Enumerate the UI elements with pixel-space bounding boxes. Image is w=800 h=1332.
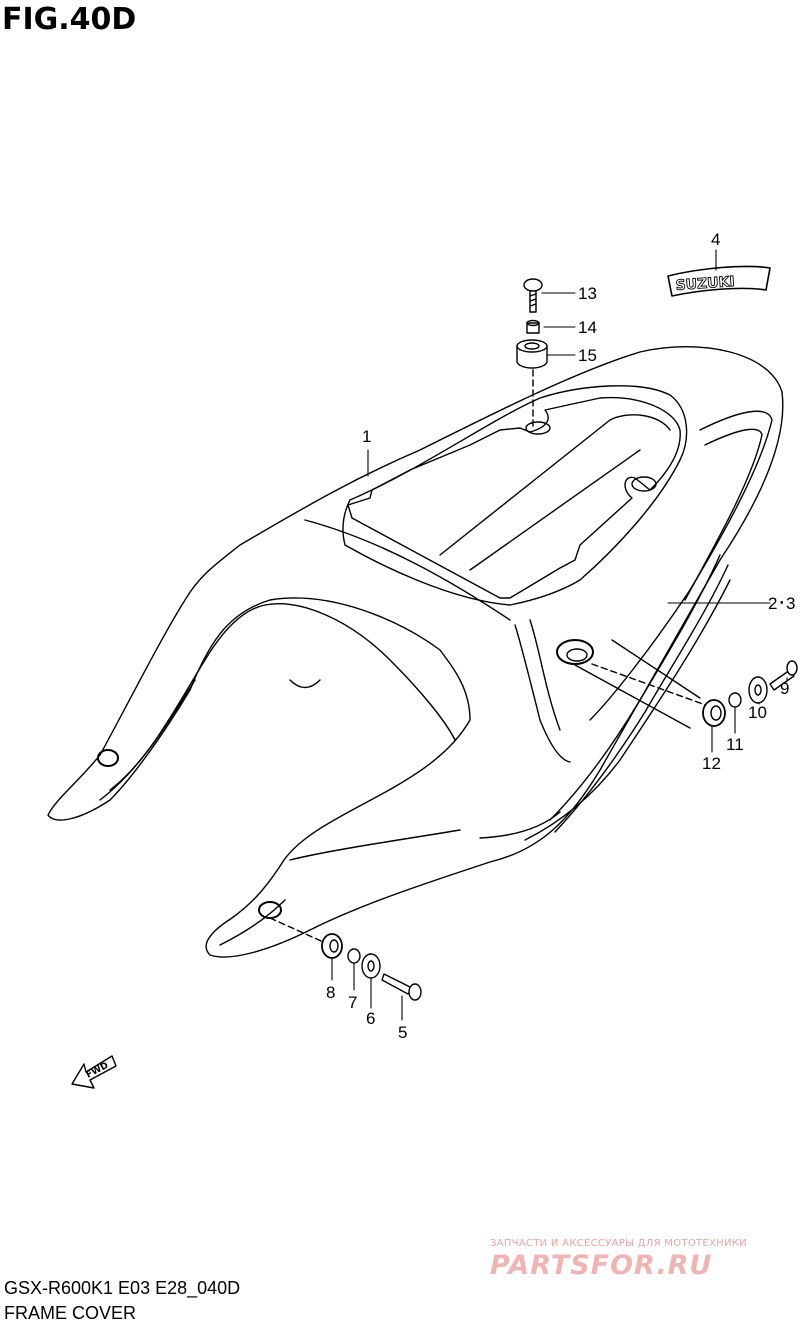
- frame-cover-part-1: [47, 346, 784, 958]
- grommet-hole-rear: [556, 639, 594, 665]
- model-code: GSX-R600K1 E03 E28_040D: [4, 1278, 241, 1298]
- callout-13: 13: [578, 284, 597, 303]
- screw-part-13: [523, 278, 543, 313]
- callout-5: 5: [398, 1023, 407, 1042]
- fwd-arrow-icon: [71, 1055, 117, 1089]
- watermark-tagline: ЗАПЧАСТИ И АКСЕССУАРЫ ДЛЯ МОТОТЕХНИКИ: [490, 1238, 747, 1249]
- cushion-part-15: [516, 339, 548, 369]
- callout-11: 11: [726, 735, 744, 754]
- watermark-logo: PARTSFOR.RU: [490, 1250, 713, 1281]
- assembly-line-front: [269, 917, 331, 946]
- callout-10: 10: [748, 703, 767, 722]
- callout-7: 7: [348, 993, 357, 1012]
- collar-part-11: [728, 692, 742, 708]
- callout-1: 1: [362, 427, 371, 446]
- callout-2-3: 2･3: [768, 594, 795, 613]
- suzuki-emblem-text: SUZUKI: [675, 274, 735, 294]
- grommet-part-12: [702, 699, 726, 727]
- grommet-part-8: [321, 933, 343, 959]
- washer-part-10: [748, 676, 768, 704]
- callout-12: 12: [702, 754, 721, 773]
- figure-caption: FRAME COVER: [4, 1303, 137, 1323]
- grommet-hole-top: [525, 421, 657, 492]
- bolt-part-9: [769, 660, 798, 691]
- grommet-hole-front-right: [97, 749, 119, 767]
- callout-8: 8: [326, 983, 335, 1002]
- callout-6: 6: [366, 1009, 375, 1028]
- callout-leaders: [331, 249, 788, 1021]
- callout-14: 14: [578, 318, 597, 337]
- callout-15: 15: [578, 346, 597, 365]
- grommet-leader: [574, 639, 701, 729]
- fwd-arrow-text: FWD: [85, 1061, 110, 1081]
- figure-number: FIG.40D: [2, 2, 137, 37]
- collar-part-7: [347, 948, 361, 964]
- callout-9: 9: [780, 679, 789, 698]
- assembly-line-rear: [591, 663, 715, 709]
- grommet-hole-front-left: [258, 901, 282, 919]
- bolt-part-5: [381, 973, 422, 1001]
- nut-part-14: [526, 319, 540, 334]
- washer-part-6: [361, 953, 381, 979]
- suzuki-emblem-part-4: [667, 265, 771, 297]
- callout-4: 4: [711, 230, 720, 249]
